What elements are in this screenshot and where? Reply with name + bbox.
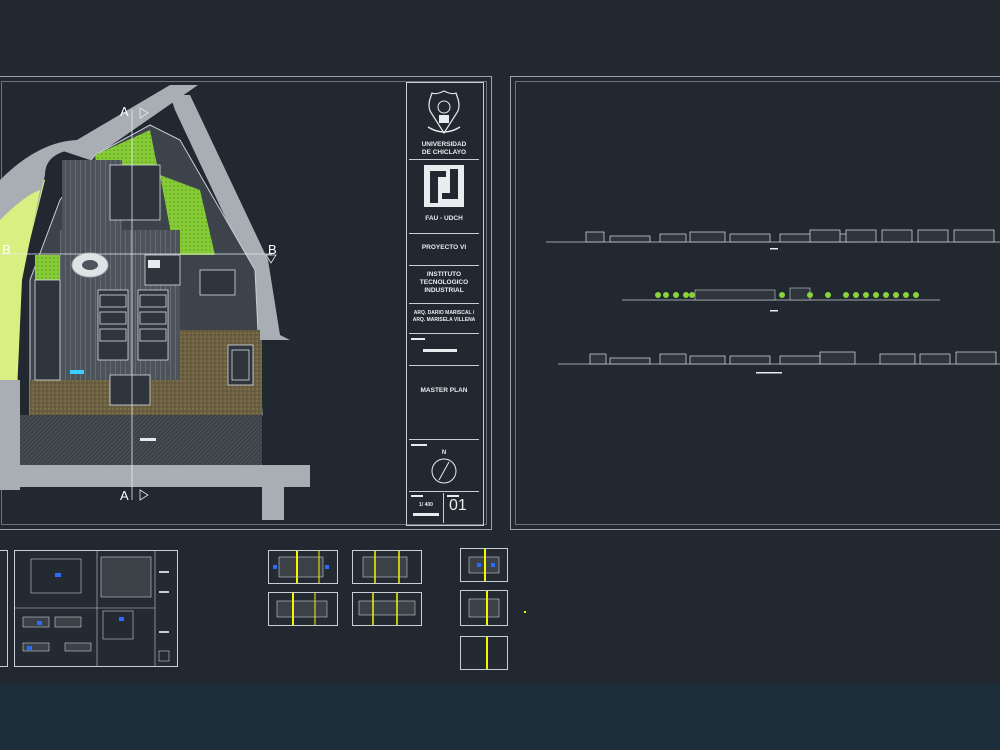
- thumbnail-sheet-9[interactable]: [460, 636, 508, 670]
- tb-number-cell: 01: [445, 493, 479, 523]
- tb-scale-text: 1/ 400: [419, 502, 433, 508]
- tb-university-text: UNIVERSIDAD DE CHICLAYO: [421, 141, 467, 156]
- elevation-2-label: [770, 310, 778, 312]
- tb-course-cell: PROYECTO VI: [409, 233, 479, 266]
- elevations-sheet[interactable]: [510, 76, 1000, 530]
- elevation-3-label: [756, 372, 782, 374]
- thumbnail-sheet-8-drawing: [468, 591, 500, 625]
- elevations-drawing[interactable]: [510, 76, 1000, 528]
- elevation-2: [622, 287, 940, 301]
- tb-sheet-title-cell: MASTER PLAN: [409, 367, 479, 440]
- thumbnail-sheet-4[interactable]: [268, 592, 338, 626]
- bottom-band: [0, 684, 1000, 750]
- north-arrow-icon: N: [431, 450, 457, 484]
- university-crest-icon: [427, 90, 461, 135]
- tb-logo-cell: FAU - UDCH: [409, 161, 479, 234]
- tb-faculty-text: FAU - UDCH: [425, 215, 463, 222]
- thumbnail-sheet-7-drawing: [468, 549, 500, 581]
- road-top-diagonal: [60, 85, 198, 160]
- elevations-inner-border: [515, 81, 1000, 525]
- tb-north-cell: N: [409, 441, 479, 492]
- stray-point: [524, 611, 526, 613]
- tb-scale-cell: 1/ 400: [409, 493, 444, 523]
- tb-blank-cell: [409, 335, 479, 366]
- tb-sheet-title-text: MASTER PLAN: [420, 387, 468, 394]
- thumbnail-sheet-2-drawing: [15, 551, 170, 666]
- section-label-b-right: B: [268, 242, 277, 257]
- thumbnail-sheet-8[interactable]: [460, 590, 508, 626]
- thumbnail-sheet-5[interactable]: [352, 550, 422, 584]
- thumbnail-sheet-1[interactable]: [0, 550, 8, 667]
- thumbnail-sheet-3-drawing: [273, 551, 329, 583]
- tb-project-cell: INSTITUTO TECNOLOGICO INDUSTRIAL: [409, 267, 479, 304]
- elevation-3: [558, 351, 1000, 365]
- thumbnail-sheet-4-drawing: [276, 593, 328, 625]
- elevation-1-label: [770, 248, 778, 250]
- elevation-1: [546, 229, 1000, 243]
- section-label-a-bottom: A: [120, 488, 129, 503]
- building-blocks: [34, 164, 254, 406]
- svg-text:N: N: [442, 450, 446, 456]
- title-block[interactable]: UNIVERSIDAD DE CHICLAYO FAU - UDCH PROYE…: [406, 82, 484, 526]
- fau-logo-icon: [424, 165, 464, 207]
- thumbnail-sheet-2[interactable]: [14, 550, 178, 667]
- tb-university-cell: UNIVERSIDAD DE CHICLAYO: [409, 85, 479, 160]
- thumbnail-sheet-6[interactable]: [352, 592, 422, 626]
- tb-authors-text: ARQ. DARIO MARISCAL / ARQ. MARISELA VILL…: [412, 310, 476, 323]
- thumbnail-sheet-7[interactable]: [460, 548, 508, 582]
- tb-authors-cell: ARQ. DARIO MARISCAL / ARQ. MARISELA VILL…: [409, 305, 479, 334]
- tb-course-text: PROYECTO VI: [421, 244, 467, 251]
- section-label-b-left: B: [2, 242, 11, 257]
- site-plan-drawing[interactable]: [0, 80, 405, 525]
- thumbnail-sheet-3[interactable]: [268, 550, 338, 584]
- tb-bar: [423, 349, 457, 352]
- thumbnail-sheet-9-drawing: [486, 637, 488, 669]
- thumbnail-sheet-5-drawing: [362, 551, 408, 583]
- thumbnail-sheet-6-drawing: [358, 593, 416, 625]
- road-bottom: [0, 465, 310, 487]
- tb-sheet-number: 01: [449, 497, 467, 514]
- road-right-diagonal: [170, 95, 290, 340]
- section-label-a-top: A: [120, 104, 129, 119]
- tb-project-text: INSTITUTO TECNOLOGICO INDUSTRIAL: [419, 271, 469, 294]
